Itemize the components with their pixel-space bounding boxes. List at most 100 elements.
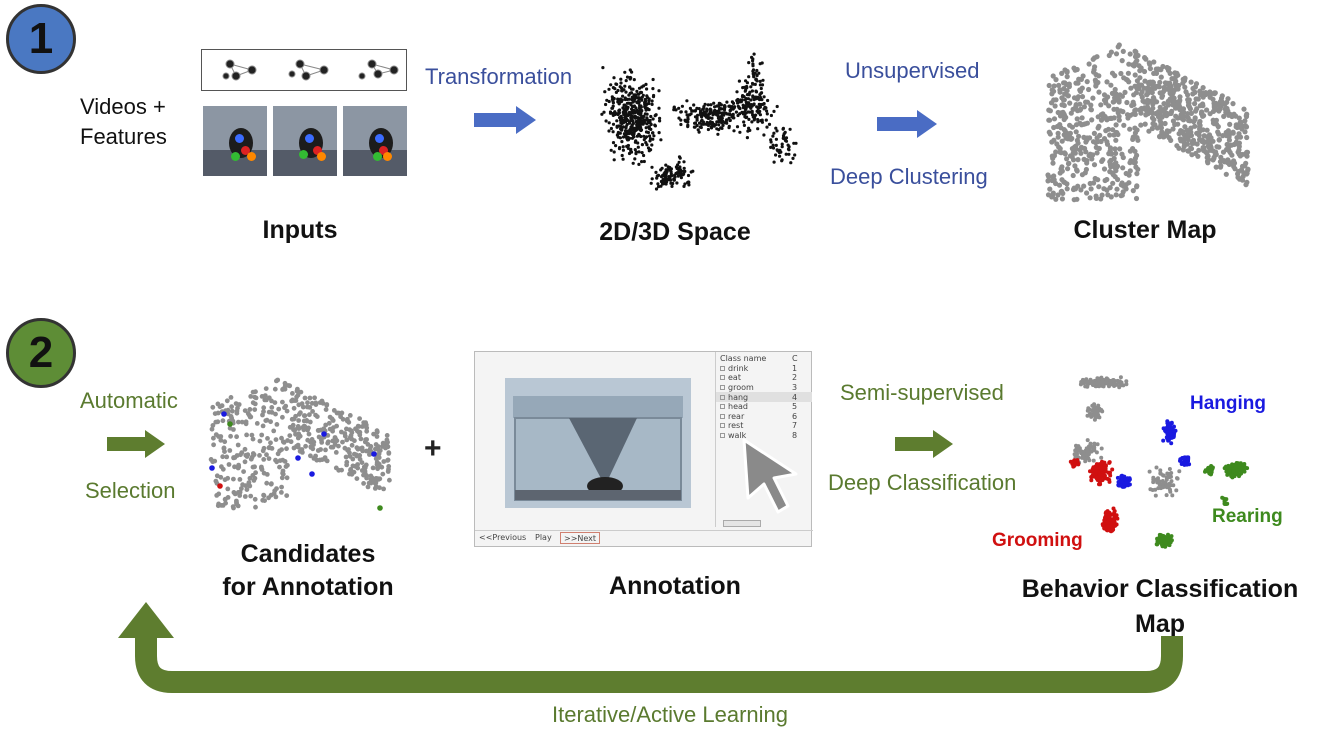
cluster-point xyxy=(1106,103,1112,109)
classified-point xyxy=(1163,544,1168,549)
embedding-point xyxy=(611,130,615,134)
class-row-walk[interactable]: walk 8 xyxy=(716,431,812,441)
embedding-point xyxy=(751,95,755,99)
candidate-point xyxy=(246,480,252,485)
cluster-point xyxy=(1177,136,1183,142)
embedding-point xyxy=(621,125,625,129)
candidate-point xyxy=(243,483,249,489)
embedding-point xyxy=(634,150,638,154)
classified-point xyxy=(1107,460,1112,465)
classified-point xyxy=(1088,377,1093,382)
cluster-point xyxy=(1167,90,1173,96)
cluster-point xyxy=(1211,121,1217,127)
cluster-point xyxy=(1081,104,1087,110)
class-row-groom[interactable]: groom 3 xyxy=(716,383,812,393)
cluster-point xyxy=(1164,132,1170,138)
cluster-point xyxy=(1045,178,1051,184)
embedding-point xyxy=(706,127,710,132)
embedding-point xyxy=(655,174,659,178)
classified-point xyxy=(1124,382,1129,387)
classified-point xyxy=(1154,465,1159,470)
embedding-point xyxy=(602,110,606,114)
embedding-point xyxy=(642,84,646,88)
cluster-point xyxy=(1175,121,1181,127)
cluster-point xyxy=(1064,156,1070,162)
cluster-point xyxy=(1107,145,1113,151)
embedding-point xyxy=(786,147,791,151)
candidate-point xyxy=(328,444,334,450)
embedding-point xyxy=(646,130,650,135)
candidate-point xyxy=(231,455,236,461)
cluster-point xyxy=(1064,186,1070,192)
embedding-point xyxy=(607,129,611,133)
classified-point xyxy=(1231,469,1236,474)
selection-arrow xyxy=(107,430,165,458)
cluster-point xyxy=(1049,87,1055,93)
class-row-drink[interactable]: drink 1 xyxy=(716,364,812,374)
cluster-point xyxy=(1046,82,1052,89)
embedding-point xyxy=(615,119,619,123)
embedding-point xyxy=(647,125,651,129)
cluster-point xyxy=(1107,159,1113,165)
cluster-point xyxy=(1174,70,1180,76)
classified-point xyxy=(1099,446,1104,451)
embedding-point xyxy=(628,136,632,140)
embedding-point xyxy=(637,96,641,101)
candidate-point xyxy=(293,431,298,437)
candidate-point xyxy=(279,435,284,441)
cluster-point xyxy=(1213,149,1219,155)
next-button[interactable]: >>Next xyxy=(560,532,601,544)
embedding-point xyxy=(747,93,751,97)
embedding-point xyxy=(657,106,661,110)
cluster-point xyxy=(1112,174,1118,180)
embedding-point xyxy=(750,89,754,93)
embedding-point xyxy=(757,102,761,106)
cluster-point xyxy=(1237,134,1244,140)
candidate-point xyxy=(368,480,374,486)
embedding-point xyxy=(638,106,642,110)
embedding-point xyxy=(636,145,640,149)
class-row-rest[interactable]: rest 7 xyxy=(716,421,812,431)
embedding-point xyxy=(652,93,656,98)
embedding-point xyxy=(626,129,630,133)
candidate-point xyxy=(215,419,221,425)
class-row-eat[interactable]: eat 2 xyxy=(716,373,812,383)
cluster-point xyxy=(1188,129,1194,135)
cluster-point xyxy=(1194,141,1200,147)
embedding-point xyxy=(793,153,797,157)
candidate-point xyxy=(365,484,371,490)
cluster-point xyxy=(1096,145,1102,152)
cluster-point xyxy=(1049,139,1055,145)
embedding-point xyxy=(758,109,762,114)
embedding-point xyxy=(654,187,659,191)
embedding-point xyxy=(742,120,746,124)
candidate-point xyxy=(340,416,346,422)
embedding-point xyxy=(671,181,675,186)
classified-point xyxy=(1153,493,1158,498)
class-row-rear[interactable]: rear 6 xyxy=(716,412,812,422)
candidate-point xyxy=(285,462,290,468)
cluster-point xyxy=(1159,91,1165,97)
video-preview[interactable] xyxy=(505,378,691,508)
candidate-point xyxy=(237,477,243,482)
cluster-point xyxy=(1075,157,1081,163)
embedding-point xyxy=(625,75,630,79)
classified-point xyxy=(1177,469,1182,474)
embedding-point xyxy=(753,71,757,75)
embedding-point xyxy=(645,135,649,139)
cluster-point xyxy=(1115,44,1121,50)
class-row-hang[interactable]: hang 4 xyxy=(716,392,812,402)
classified-point xyxy=(1091,458,1096,463)
class-row-head[interactable]: head 5 xyxy=(716,402,812,412)
cluster-point xyxy=(1235,149,1241,155)
previous-button[interactable]: <<Previous xyxy=(479,533,527,542)
cluster-point xyxy=(1158,74,1164,80)
candidate-point xyxy=(224,398,230,404)
cluster-point xyxy=(1147,66,1153,72)
classified-point xyxy=(1208,468,1213,473)
play-button[interactable]: Play xyxy=(535,533,552,542)
embedding-point xyxy=(609,126,613,131)
embedding-point xyxy=(723,104,727,109)
list-scrollbar[interactable] xyxy=(723,520,761,527)
candidate-point xyxy=(342,431,348,436)
